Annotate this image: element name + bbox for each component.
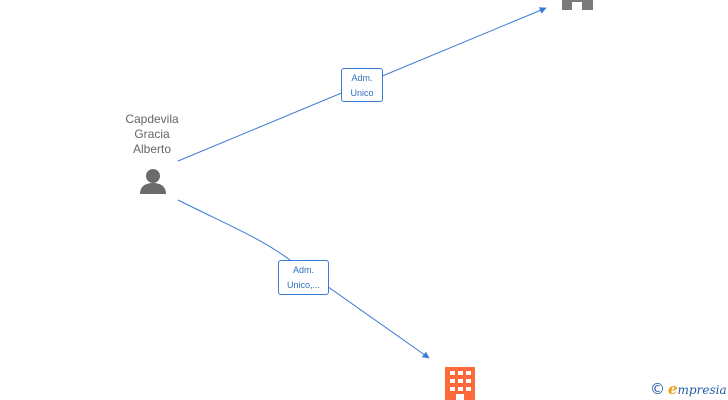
brand-logo: empresia: [668, 380, 727, 398]
edge-label-line: Adm.: [351, 73, 373, 83]
copyright-symbol: ©: [650, 380, 665, 398]
person-icon[interactable]: [140, 169, 166, 194]
brand-footer: © empresia: [650, 379, 727, 399]
edge-line-2: [177, 199, 430, 359]
edge-label-line: Unico,...: [286, 280, 320, 290]
edge-label-line: Unico: [350, 88, 374, 98]
person-name-line: Capdevila: [125, 112, 179, 126]
person-name-line: Alberto: [132, 142, 172, 156]
person-name-line: Gracia: [134, 127, 170, 141]
edge-label-1[interactable]: Adm. Unico: [341, 68, 383, 102]
person-name[interactable]: Capdevila Gracia Alberto: [104, 112, 200, 157]
brand-logo-rest: mpresia: [677, 383, 727, 397]
edge-label-line: Adm.: [292, 265, 314, 275]
building-icon[interactable]: [445, 367, 475, 400]
building-icon[interactable]: [562, 0, 593, 10]
edge-label-2[interactable]: Adm. Unico,...: [278, 260, 329, 295]
brand-logo-initial: e: [668, 380, 678, 398]
